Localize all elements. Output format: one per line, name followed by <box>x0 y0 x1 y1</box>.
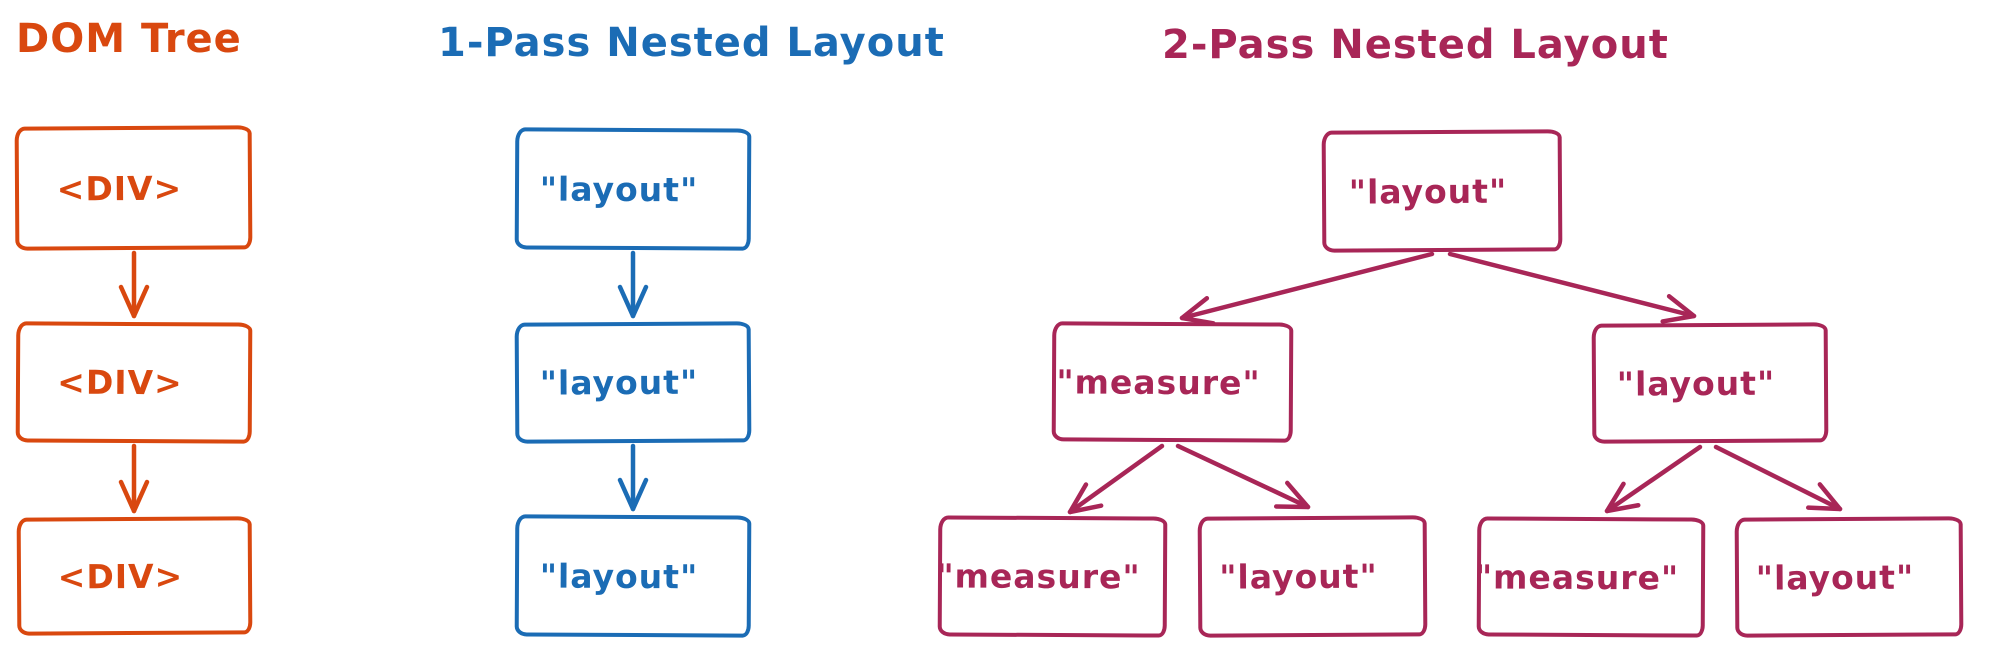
dom-tree-node-2: <DIV> <box>15 321 253 444</box>
two-pass-grandchild-1-label: "measure" <box>936 556 1141 597</box>
one-pass-node-1-label: "layout" <box>539 169 699 209</box>
two-pass-grandchild-2-label: "layout" <box>1219 556 1378 597</box>
two-pass-grandchild-2: "layout" <box>1197 515 1428 638</box>
two-pass-grandchild-4-label: "layout" <box>1755 557 1915 598</box>
one-pass-node-2-label: "layout" <box>539 362 699 403</box>
two-pass-grandchild-3: "measure" <box>1474 516 1706 638</box>
arrow-root-to-layout <box>1447 251 1697 324</box>
two-pass-root-label: "layout" <box>1348 171 1508 212</box>
two-pass-child-measure-label: "measure" <box>1056 361 1261 402</box>
dom-tree-node-2-label: <DIV> <box>57 362 183 403</box>
two-pass-grandchild-1: "measure" <box>936 515 1168 638</box>
dom-tree-node-3: <DIV> <box>16 516 253 636</box>
one-pass-node-1: "layout" <box>514 127 752 251</box>
panel-title-two-pass: 2-Pass Nested Layout <box>1162 22 1669 68</box>
one-pass-node-3-label: "layout" <box>539 556 699 596</box>
two-pass-child-layout: "layout" <box>1591 322 1829 444</box>
arrow-measure-to-measure <box>1067 443 1165 515</box>
two-pass-grandchild-3-label: "measure" <box>1474 556 1680 597</box>
arrow-root-to-measure <box>1179 251 1435 326</box>
dom-tree-node-1: <DIV> <box>14 125 253 251</box>
one-pass-node-3: "layout" <box>514 514 752 638</box>
two-pass-root-node: "layout" <box>1321 129 1563 253</box>
arrow-layout-to-measure <box>1604 444 1703 514</box>
dom-tree-node-3-label: <DIV> <box>57 556 184 596</box>
two-pass-grandchild-4: "layout" <box>1734 516 1964 638</box>
two-pass-child-measure: "measure" <box>1051 321 1294 443</box>
panel-title-one-pass: 1-Pass Nested Layout <box>438 20 945 66</box>
one-pass-node-2: "layout" <box>514 321 752 444</box>
two-pass-child-layout-label: "layout" <box>1616 363 1776 404</box>
arrow-measure-to-layout <box>1175 443 1311 510</box>
panel-title-dom-tree: DOM Tree <box>16 16 242 62</box>
dom-tree-node-1-label: <DIV> <box>56 168 183 208</box>
arrow-layout-to-layout <box>1713 444 1843 512</box>
